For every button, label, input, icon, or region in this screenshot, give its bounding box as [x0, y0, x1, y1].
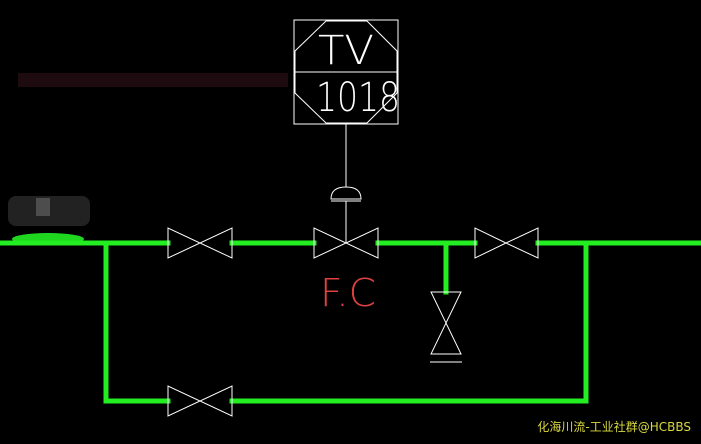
instrument-tag-tv-1018[interactable]: TV 1018: [293, 19, 400, 125]
bypass-valve[interactable]: [167, 385, 233, 417]
watermark: 化海川流-工业社群@HCBBS: [537, 420, 691, 434]
instrument-loop-number-text: 1018: [316, 75, 400, 121]
drain-valve[interactable]: [430, 291, 462, 363]
instrument-function-text: TV: [318, 28, 374, 74]
fail-action-label: F.C: [320, 271, 376, 315]
upstream-isolation-valve[interactable]: [167, 227, 233, 259]
bypass-line: [103, 240, 589, 404]
diaphragm-actuator: [330, 186, 362, 202]
downstream-isolation-valve[interactable]: [474, 227, 539, 259]
blurred-label-area: [8, 73, 288, 245]
control-valve[interactable]: [313, 201, 379, 259]
